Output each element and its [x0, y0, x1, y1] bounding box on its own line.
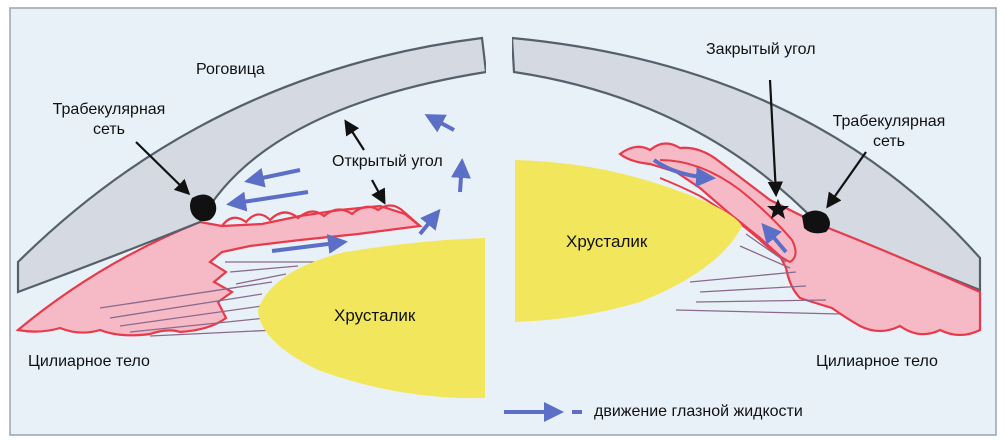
trabecular-meshwork-label-left: Трабекулярная сеть: [34, 100, 184, 140]
cornea-label: Роговица: [196, 60, 265, 80]
lens-label-right: Хрусталик: [566, 232, 647, 252]
lens-label-left: Хрусталик: [334, 306, 415, 326]
trabecular-meshwork-label-right: Трабекулярная сеть: [814, 112, 964, 152]
legend-label: движение глазной жидкости: [594, 402, 803, 422]
ciliary-body-label-left: Цилиарное тело: [28, 352, 150, 372]
ciliary-body-label-right: Цилиарное тело: [816, 352, 938, 372]
open-angle-label: Открытый угол: [332, 152, 443, 172]
panel-gap: [486, 30, 512, 410]
closed-angle-label: Закрытый угол: [706, 40, 816, 60]
